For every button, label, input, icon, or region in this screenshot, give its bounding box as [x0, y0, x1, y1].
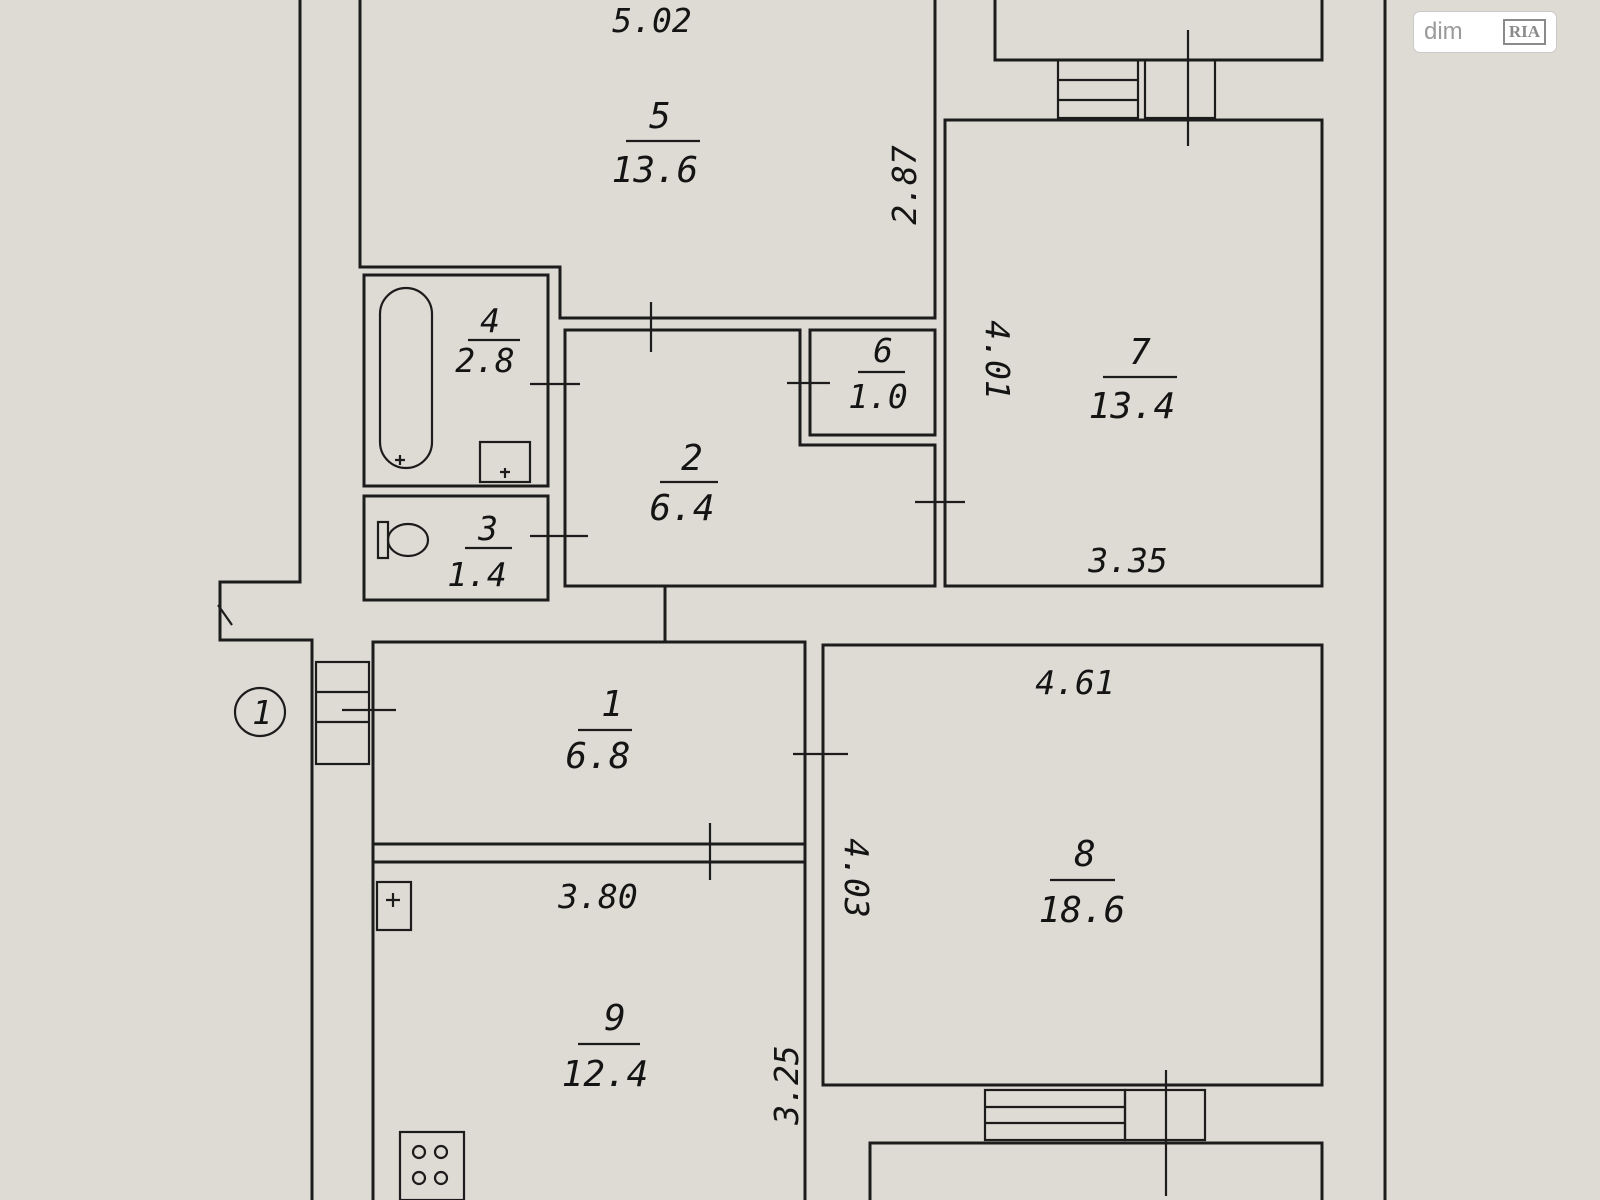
dimension-labels: 5.02 2.87 4.01 3.35 4.61 4.03 3.80 3.25 [557, 1, 1167, 1126]
room-7-area: 13.4 [1089, 386, 1176, 427]
dimension-room-9-width: 3.80 [557, 877, 637, 916]
room-1-area: 6.8 [565, 736, 630, 777]
room-labels: 5 13.6 4 2.8 6 1.0 7 13.4 2 6.4 3 1.4 [447, 96, 1177, 1095]
dimension-room-8-depth: 4.03 [837, 838, 876, 917]
room-1-walls [371, 584, 807, 864]
room-7-number: 7 [1129, 332, 1151, 373]
room-6-label: 6 1.0 [848, 331, 908, 416]
room-2-walls [563, 328, 937, 588]
entrance-marker-label: 1 [252, 693, 272, 732]
room-5-label: 5 13.6 [612, 96, 700, 191]
room-1-number: 1 [601, 684, 623, 725]
room-2-number: 2 [681, 438, 703, 479]
dimria-watermark: dim RIA [1414, 12, 1556, 52]
room-8-walls [821, 643, 1324, 1087]
room-3-area: 1.4 [447, 555, 507, 594]
room-8-area: 18.6 [1039, 890, 1126, 931]
room-1-label: 1 6.8 [565, 684, 632, 777]
room-7-walls [943, 118, 1324, 588]
room-9-walls [371, 860, 807, 1200]
room-9-number: 9 [604, 998, 626, 1039]
room-6-area: 1.0 [848, 377, 908, 416]
room-3-walls [362, 494, 550, 602]
entrance-steps [314, 660, 371, 766]
room-3-number: 3 [477, 509, 498, 548]
dimension-room-7-depth: 4.01 [978, 320, 1017, 399]
watermark-logo: RIA [1502, 19, 1546, 45]
room-6-walls [808, 328, 937, 437]
room-7-label: 7 13.4 [1089, 332, 1177, 427]
stairs-top [1056, 58, 1217, 120]
room-5-area: 13.6 [612, 150, 699, 191]
entrance-marker: 1 [233, 686, 287, 738]
room-4-label: 4 2.8 [455, 301, 520, 380]
room-9-area: 12.4 [562, 1054, 649, 1095]
dimension-room-8-width: 4.61 [1035, 663, 1114, 702]
room-8-number: 8 [1074, 834, 1096, 875]
room-5-walls [358, 0, 937, 320]
room-8-label: 8 18.6 [1039, 834, 1126, 931]
room-4-number: 4 [480, 301, 500, 340]
room-4-walls [362, 273, 550, 488]
watermark-brand: dim [1424, 18, 1463, 45]
dimension-room-7-width: 3.35 [1087, 541, 1167, 580]
dimension-room-9-depth: 3.25 [767, 1045, 806, 1125]
room-6-number: 6 [873, 331, 893, 370]
room-2-label: 2 6.4 [649, 438, 718, 529]
dimension-room-5-width: 5.02 [612, 1, 691, 40]
room-9-label: 9 12.4 [562, 998, 649, 1095]
door-marks [217, 30, 1190, 1196]
room-5-number: 5 [649, 96, 671, 137]
room-4-area: 2.8 [455, 341, 515, 380]
stairs-bottom [983, 1088, 1207, 1142]
room-2-area: 6.4 [649, 488, 714, 529]
dimension-room-5-depth: 2.87 [885, 145, 924, 225]
room-3-label: 3 1.4 [447, 509, 512, 594]
